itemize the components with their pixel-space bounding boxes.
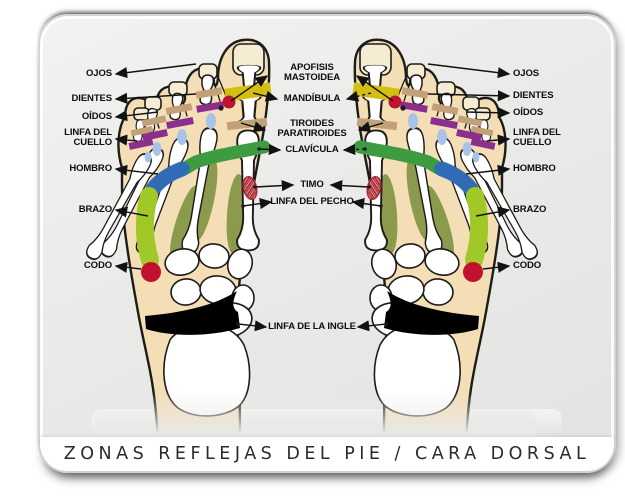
label-right-hombro: HOMBRO	[513, 163, 556, 174]
label-apofisis-mastoidea: APOFISIS MASTOIDEA	[284, 62, 340, 84]
annotation-arrows	[114, 63, 511, 332]
label-left-dientes: DIENTES	[71, 93, 113, 104]
label-left-codo: CODO	[83, 260, 112, 271]
title-strip: ZONAS REFLEJAS DEL PIE / CARA DORSAL	[40, 437, 614, 471]
label-linfa-del-pecho: LINFA DEL PECHO	[270, 196, 354, 207]
label-right-oidos: OÍDOS	[513, 107, 544, 118]
label-right-codo: CODO	[513, 260, 542, 271]
label-clavicula: CLAVÍCULA	[285, 144, 339, 155]
page-title: ZONAS REFLEJAS DEL PIE / CARA DORSAL	[63, 444, 591, 464]
label-mandibula: MANDÍBULA	[283, 93, 341, 104]
label-linfa-de-la-ingle: LINFA DE LA INGLE	[268, 321, 356, 332]
left-foot	[84, 40, 272, 444]
label-left-hombro: HOMBRO	[69, 163, 112, 174]
label-right-brazo: BRAZO	[513, 204, 547, 215]
label-timo: TIMO	[300, 179, 324, 190]
label-left-ojos: OJOS	[86, 68, 112, 79]
label-left-linfa-cuello: LINFA DEL CUELLO	[64, 127, 112, 149]
label-right-dientes: DIENTES	[513, 90, 554, 101]
right-foot	[352, 40, 540, 444]
label-tiroides-paratiroides: TIROIDES PARATIROIDES	[277, 118, 347, 140]
label-left-oidos: OÍDOS	[81, 111, 112, 122]
label-left-brazo: BRAZO	[78, 204, 112, 215]
label-right-ojos: OJOS	[513, 68, 539, 79]
label-right-linfa-cuello: LINFA DEL CUELLO	[513, 127, 561, 149]
